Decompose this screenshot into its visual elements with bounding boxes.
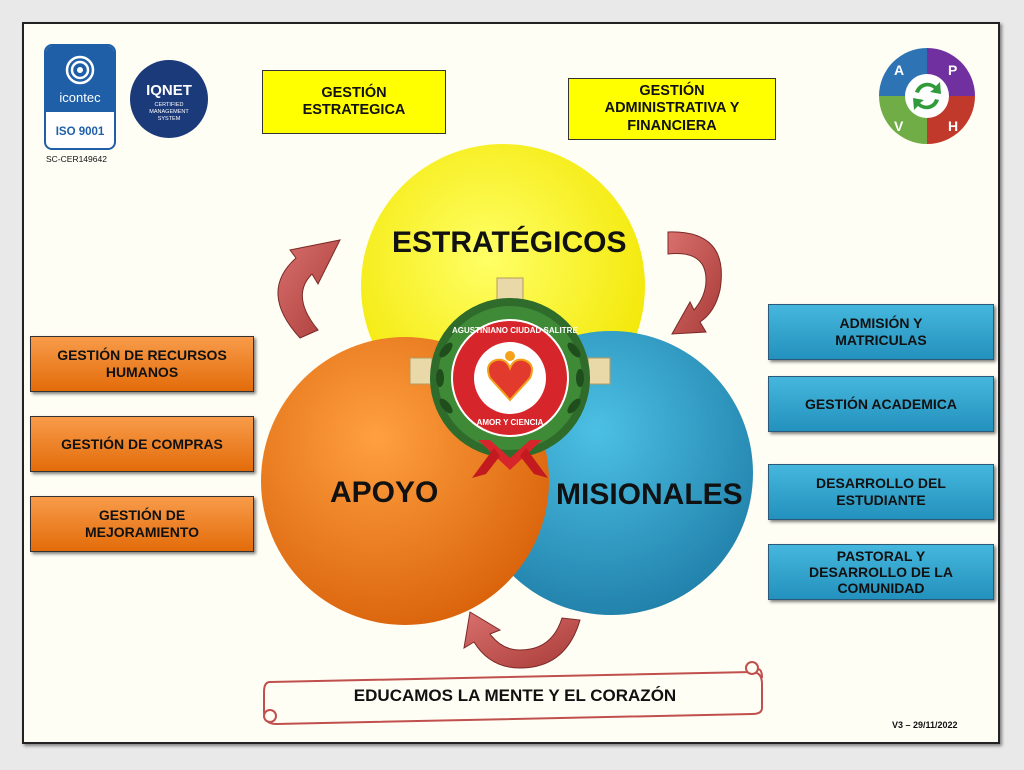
phva-letter-p: P	[948, 62, 958, 78]
process-label: GESTIÓN	[639, 82, 705, 99]
emblem-ring-text: AGUSTINIANO CIUDAD SALITRE	[452, 326, 578, 335]
cycle-arrow-left	[277, 239, 341, 339]
phva-letter-v: V	[894, 118, 904, 134]
version-label: V3 – 29/11/2022	[892, 720, 958, 730]
school-emblem	[409, 277, 611, 478]
iqnet-logo: IQNET CERTIFIED MANAGEMENT SYSTEM	[130, 60, 208, 138]
process-label: DESARROLLO DEL	[816, 475, 946, 492]
phva-cycle-icon	[879, 48, 975, 144]
certificate-code: SC-CER149642	[46, 154, 107, 164]
process-box-gestion-academica: GESTIÓN ACADEMICA	[768, 376, 994, 432]
process-label: GESTIÓN DE	[98, 507, 186, 524]
process-label: ESTUDIANTE	[836, 492, 926, 508]
process-label: MATRICULAS	[835, 332, 927, 348]
process-label: ESTRATEGICA	[302, 102, 406, 118]
process-label: GESTIÓN ACADEMICA	[805, 395, 957, 412]
process-label: GESTIÓN DE RECURSOS	[57, 347, 227, 364]
process-label: FINANCIERA	[627, 117, 717, 134]
motto-banner-text: EDUCAMOS LA MENTE Y EL CORAZÓN	[353, 686, 677, 705]
iqnet-label: IQNET	[146, 82, 192, 99]
phva-letter-a: A	[894, 62, 905, 78]
process-label: DESARROLLO DE LA	[809, 563, 953, 580]
iqnet-sub-3: SYSTEM	[157, 116, 181, 122]
icontec-logo: icontec ISO 9001	[44, 44, 116, 150]
cycle-arrow-bottom	[463, 611, 581, 669]
iso-label: ISO 9001	[55, 126, 105, 138]
process-label: ADMISIÓN Y	[839, 315, 923, 332]
icontec-swirl-icon	[65, 55, 95, 85]
apoyo-label: APOYO	[330, 476, 439, 509]
estrategicos-label: ESTRATÉGICOS	[392, 226, 627, 259]
iqnet-sub-2: MANAGEMENT	[149, 109, 189, 115]
process-label: MEJORAMIENTO	[84, 524, 200, 540]
process-label: ADMINISTRATIVA Y	[604, 100, 740, 117]
phva-letter-h: H	[948, 118, 959, 134]
process-label: GESTIÓN DE COMPRAS	[61, 435, 223, 452]
emblem-motto: AMOR Y CIENCIA	[476, 418, 544, 427]
misionales-label: MISIONALES	[556, 478, 743, 511]
icontec-label: icontec	[59, 90, 101, 105]
process-box-compras: GESTIÓN DE COMPRAS	[30, 416, 254, 472]
cycle-arrow-right	[667, 231, 722, 335]
process-label: PASTORAL Y	[836, 547, 926, 564]
iqnet-sub-1: CERTIFIED	[154, 102, 184, 108]
process-label: GESTIÓN	[321, 84, 387, 101]
process-label: HUMANOS	[105, 364, 179, 380]
process-label: COMUNIDAD	[837, 580, 925, 597]
